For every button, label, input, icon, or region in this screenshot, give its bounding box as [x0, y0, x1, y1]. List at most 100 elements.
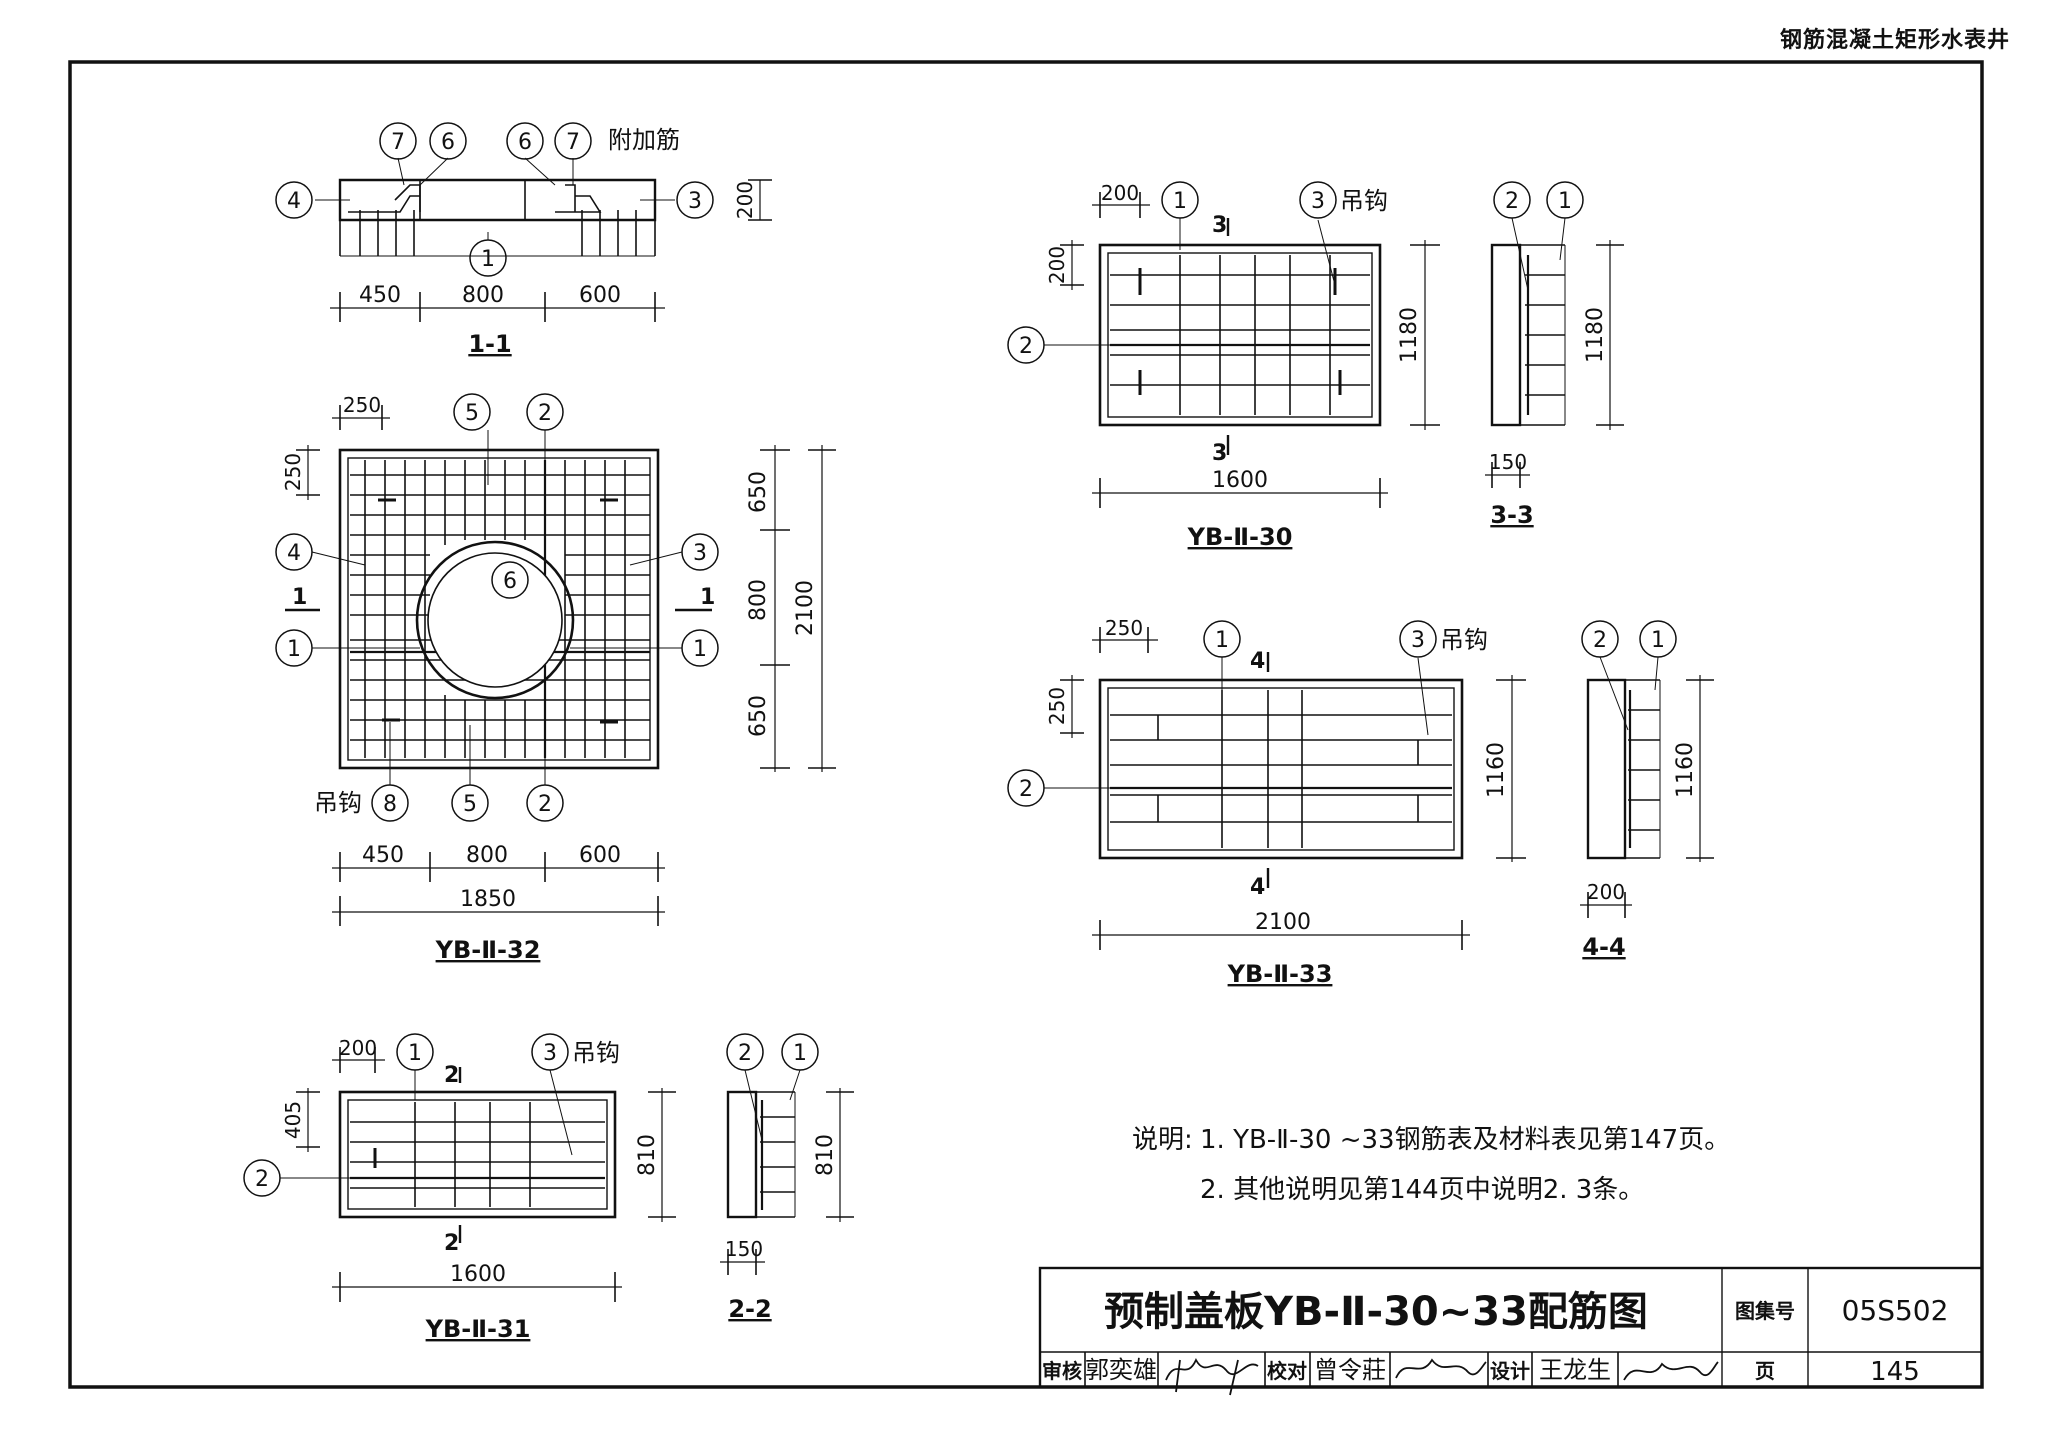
- page-number: 145: [1870, 1357, 1920, 1387]
- yb32-marker-5: 5: [465, 401, 479, 426]
- yb31-marker-3: 3: [543, 1041, 557, 1066]
- s33-caption: 3-3: [1490, 501, 1533, 529]
- section-4-4: [1580, 656, 1714, 918]
- yb32-plan: [285, 405, 836, 926]
- s11-marker-3: 3: [688, 189, 702, 214]
- yb32-marker-2b: 2: [538, 792, 552, 817]
- yb31-dim-e1: 200: [339, 1036, 377, 1060]
- yb33-sec-bottom: 4: [1250, 875, 1265, 900]
- notes-line-2: 2. 其他说明见第144页中说明2. 3条。: [1200, 1175, 1644, 1205]
- s44-markers: [1581, 620, 1677, 658]
- s44-dim-h: 1160: [1673, 742, 1698, 798]
- yb31-caption: YB-Ⅱ-31: [425, 1315, 531, 1343]
- yb33-dim-e1: 250: [1105, 616, 1143, 640]
- design-label: 设计: [1490, 1359, 1530, 1383]
- yb30-plan: [1044, 192, 1440, 508]
- sheet-frame: [68, 60, 1984, 1389]
- review-label: 审核: [1042, 1359, 1082, 1383]
- yb32-marker-4: 4: [287, 541, 301, 566]
- page-label: 页: [1755, 1359, 1775, 1383]
- s11-marker-4: 4: [287, 189, 301, 214]
- s22-marker-2: 2: [738, 1041, 752, 1066]
- yb32-marker-3: 3: [693, 541, 707, 566]
- yb32-dim-h1: 650: [746, 471, 771, 513]
- yb30-marker-1: 1: [1173, 189, 1187, 214]
- yb33-caption: YB-Ⅱ-33: [1227, 960, 1333, 988]
- yb31-marker-2: 2: [255, 1167, 269, 1192]
- yb32-dim-e2: 250: [281, 453, 305, 491]
- notes-label: 说明:: [1132, 1125, 1193, 1155]
- s11-marker-6b: 6: [518, 130, 532, 155]
- s11-extra-rebar-label: 附加筋: [608, 126, 680, 154]
- yb32-marker-8: 8: [383, 792, 397, 817]
- s33-marker-1: 1: [1558, 189, 1572, 214]
- s33-markers: [1493, 181, 1584, 219]
- yb32-dim-h2: 800: [746, 579, 771, 621]
- yb32-dim-w3: 600: [579, 843, 621, 868]
- checker-name: 曾令莊: [1314, 1356, 1386, 1384]
- section-1-1: [315, 157, 772, 322]
- s22-caption: 2-2: [728, 1295, 771, 1323]
- s11-marker-7a: 7: [391, 130, 405, 155]
- yb31-sec-top: 2: [444, 1063, 459, 1088]
- yb31-dim-w: 1600: [450, 1262, 506, 1287]
- designer-name: 王龙生: [1539, 1356, 1611, 1384]
- yb33-markers: [1007, 620, 1437, 807]
- s44-dim-t: 200: [1587, 880, 1625, 904]
- yb32-dim-w1: 450: [362, 843, 404, 868]
- yb32-marker-2: 2: [538, 401, 552, 426]
- yb31-markers: [243, 1033, 569, 1197]
- atlas-label: 图集号: [1735, 1299, 1795, 1323]
- yb31-marker-1: 1: [408, 1041, 422, 1066]
- s11-dim-600: 600: [579, 283, 621, 308]
- yb30-markers: [1007, 181, 1337, 364]
- yb32-marker-1b: 1: [693, 637, 707, 662]
- yb33-marker-2: 2: [1019, 777, 1033, 802]
- title-block: [1038, 1266, 1984, 1389]
- yb30-caption: YB-Ⅱ-30: [1187, 523, 1293, 551]
- yb30-marker-2: 2: [1019, 334, 1033, 359]
- s11-marker-7b: 7: [566, 130, 580, 155]
- yb33-plan: [1044, 627, 1526, 950]
- yb31-hook-label: 吊钩: [572, 1039, 620, 1067]
- yb32-hook-label: 吊钩: [314, 789, 362, 817]
- yb33-marker-1: 1: [1215, 628, 1229, 653]
- s33-marker-2: 2: [1505, 189, 1519, 214]
- yb33-hook-label: 吊钩: [1440, 626, 1488, 654]
- atlas-number: 05S502: [1842, 1294, 1949, 1327]
- yb32-dim-h3: 650: [746, 695, 771, 737]
- yb30-sec-top: 3: [1212, 213, 1227, 238]
- yb33-marker-3: 3: [1411, 628, 1425, 653]
- s11-dim-800: 800: [462, 283, 504, 308]
- s11-dim-200: 200: [733, 181, 757, 219]
- s33-dim-h: 1180: [1583, 307, 1608, 363]
- yb30-hook-label: 吊钩: [1340, 187, 1388, 215]
- s22-dim-h: 810: [813, 1134, 838, 1176]
- s11-marker-6a: 6: [441, 130, 455, 155]
- yb32-marker-5b: 5: [463, 792, 477, 817]
- yb33-dim-w: 2100: [1255, 910, 1311, 935]
- s22-dim-t: 150: [725, 1237, 763, 1261]
- s22-marker-1: 1: [793, 1041, 807, 1066]
- yb32-sec-right: 1: [700, 585, 715, 610]
- s44-caption: 4-4: [1582, 933, 1625, 961]
- yb32-caption: YB-Ⅱ-32: [435, 936, 541, 964]
- yb30-marker-3: 3: [1311, 189, 1325, 214]
- section-3-3: [1485, 217, 1624, 488]
- yb32-marker-6: 6: [503, 569, 517, 594]
- yb32-sec-left: 1: [292, 585, 307, 610]
- yb30-dim-h: 1180: [1397, 307, 1422, 363]
- yb32-dim-e1: 250: [343, 393, 381, 417]
- yb31-sec-bottom: 2: [444, 1231, 459, 1256]
- yb30-dim-w: 1600: [1212, 468, 1268, 493]
- s33-dim-t: 150: [1489, 450, 1527, 474]
- drawing-title: 预制盖板YB-Ⅱ-30~33配筋图: [1104, 1289, 1648, 1335]
- yb30-dim-e2: 200: [1045, 246, 1069, 284]
- s11-dim-450: 450: [359, 283, 401, 308]
- s44-marker-2: 2: [1593, 628, 1607, 653]
- s11-markers: [275, 122, 714, 277]
- s11-caption: 1-1: [468, 330, 511, 358]
- yb31-dim-h: 810: [635, 1134, 660, 1176]
- yb30-dim-e1: 200: [1101, 181, 1139, 205]
